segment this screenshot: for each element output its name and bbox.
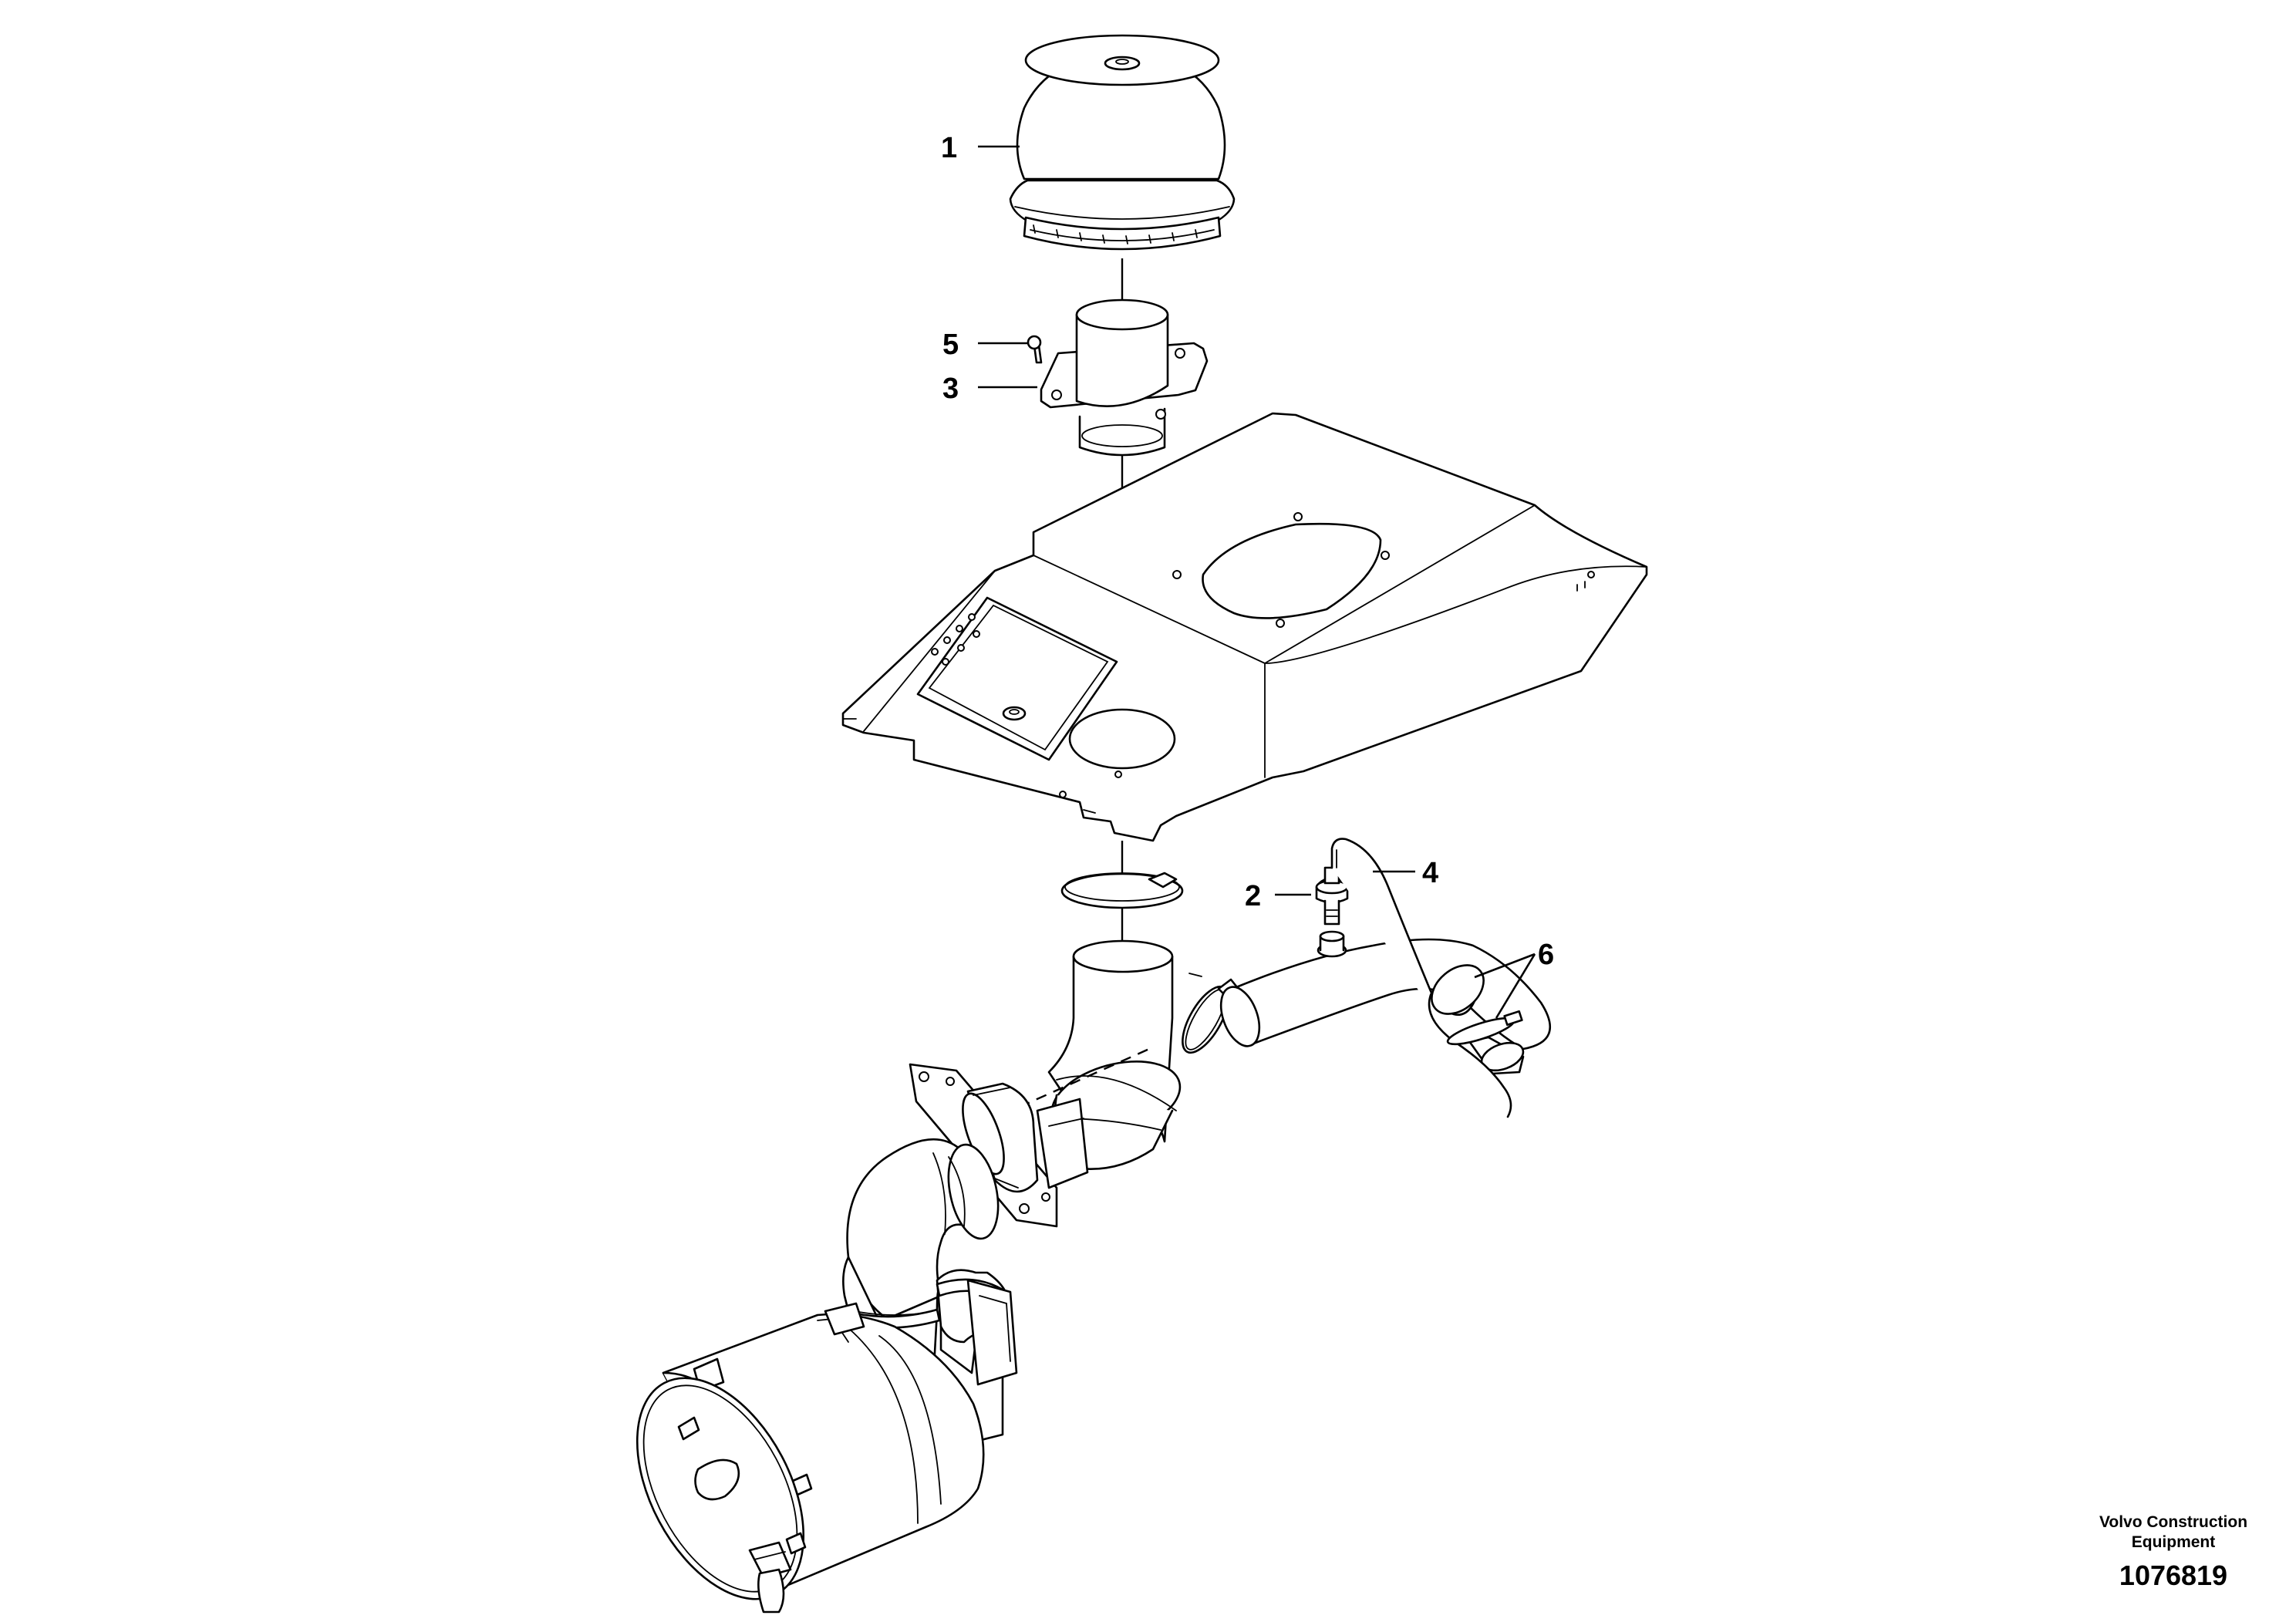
leader-6a (1474, 953, 1536, 979)
credit-line-1: Volvo Construction (2099, 1513, 2247, 1531)
elbow-pipe-icon (1047, 939, 1202, 1170)
leader-6b (1495, 953, 1536, 1019)
drawing-number: 1076819 (2119, 1560, 2227, 1591)
callout-1: 1 (941, 132, 957, 164)
engine-hood-icon (841, 412, 1648, 842)
callout-4: 4 (1422, 857, 1438, 889)
callout-5: 5 (942, 329, 959, 361)
callout-6: 6 (1538, 939, 1554, 971)
intake-pipe-icon (1027, 298, 1209, 457)
cable-tie-icon (1431, 964, 1523, 1046)
bent-hose-icon (1219, 930, 1551, 1075)
credit-line-2: Equipment (2132, 1533, 2216, 1551)
air-filter-icon (636, 1063, 1089, 1614)
callout-3: 3 (942, 373, 959, 405)
callout-2: 2 (1245, 880, 1261, 912)
pre-cleaner-icon (1009, 34, 1236, 251)
